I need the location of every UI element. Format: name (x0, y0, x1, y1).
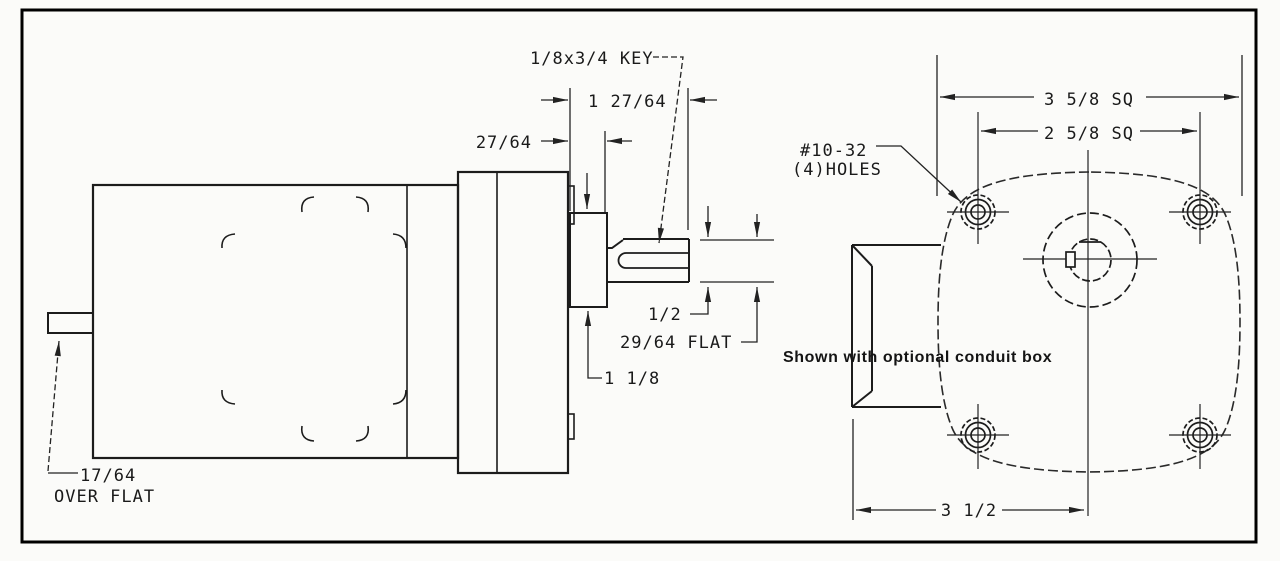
hub-diameter-label: 1 1/8 (604, 369, 660, 389)
rear-flat-caption-label: OVER FLAT (54, 487, 155, 507)
mounting-hole-top-right (1169, 112, 1231, 244)
face-view: 3 5/8 SQ 2 5/8 SQ #10-32 (4)HOLES 3 1/2 … (783, 55, 1243, 521)
key-size-label: 1/8x3/4 KEY (530, 49, 654, 69)
shaft-diameter-label: 1/2 (648, 305, 682, 325)
mounting-hole-top-left (947, 112, 1009, 244)
key-leader (653, 56, 684, 244)
gearbox-face-outline (937, 171, 1241, 473)
mounting-hole-bottom-left (947, 404, 1009, 469)
mounting-hole-bottom-right (1169, 404, 1231, 469)
side-dimensions (47, 56, 774, 474)
conduit-note: Shown with optional conduit box (783, 349, 1052, 366)
keyway-slot (617, 252, 688, 269)
shaft-flat-label: 29/64 FLAT (620, 333, 732, 353)
side-view: 1/8x3/4 KEY 1 27/64 27/64 1/2 29/64 FLAT… (47, 49, 774, 507)
motor-body-outline (91, 183, 460, 460)
face-dimensions (852, 55, 1243, 520)
conduit-box (851, 244, 941, 408)
gearbox-outline (456, 170, 570, 475)
holes-count-label: (4)HOLES (792, 160, 882, 180)
rear-flat-leader (47, 340, 61, 472)
rear-flat-value-label: 17/64 (80, 466, 136, 486)
base-offset-label: 3 1/2 (941, 501, 997, 521)
bolt-square-label: 2 5/8 SQ (1044, 124, 1134, 144)
gearbox-housing (456, 170, 608, 475)
shaft-length-label: 1 27/64 (588, 92, 667, 112)
hub-boss-circle (1042, 212, 1138, 308)
rear-shaft-tab (47, 312, 94, 334)
shaft-chamfer (607, 239, 624, 249)
holes-thread-label: #10-32 (800, 141, 867, 161)
holes-leader (876, 145, 962, 203)
bearing-hub (569, 212, 608, 308)
drawing-border (20, 8, 1258, 544)
output-hub-front (1042, 212, 1138, 308)
hub-width-label: 27/64 (476, 133, 532, 153)
corner-witness-arcs (221, 196, 407, 442)
motor-body (47, 183, 460, 460)
output-shaft (607, 238, 690, 283)
gearbox-tab-bottom (567, 413, 575, 440)
mounting-holes (947, 112, 1231, 469)
outer-square-label: 3 5/8 SQ (1044, 90, 1134, 110)
shaft-circle (1068, 238, 1112, 282)
keyway-notch (1065, 251, 1076, 268)
